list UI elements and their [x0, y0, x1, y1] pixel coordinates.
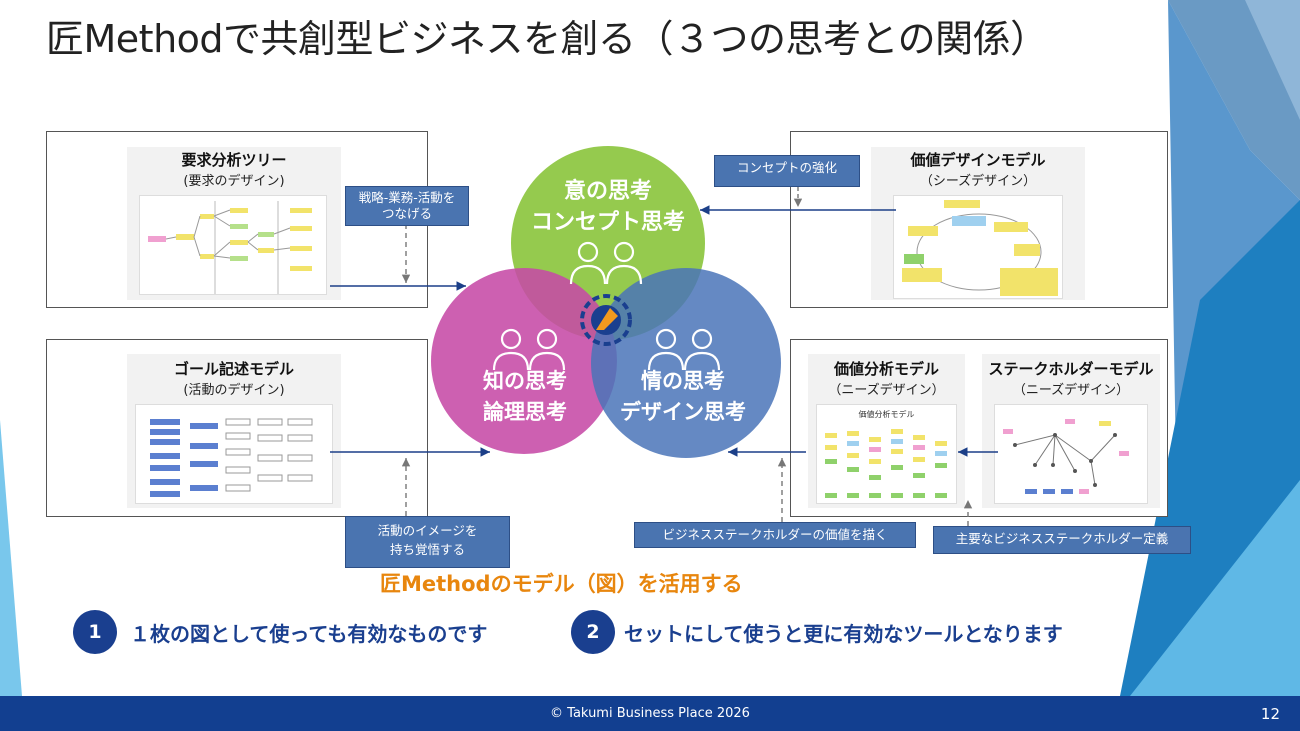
- stakeholder-panel: ステークホルダーモデル （ニーズデザイン）: [982, 354, 1160, 508]
- value-analysis-thumb-caption: 価値分析モデル: [858, 410, 915, 419]
- people-icon-design: [647, 328, 721, 371]
- callout-stakeholder-value: ビジネスステークホルダーの価値を描く: [634, 522, 916, 548]
- requirements-thumbnail: [139, 195, 327, 295]
- requirements-subtitle: (要求のデザイン): [183, 174, 285, 189]
- design-line1: 情の思考: [641, 369, 725, 393]
- callout-stakeholder-def: 主要なビジネスステークホルダー定義: [933, 526, 1191, 554]
- goal-panel: ゴール記述モデル (活動のデザイン): [127, 354, 341, 508]
- goal-thumbnail: [135, 404, 333, 504]
- goal-model-figure: [150, 418, 313, 497]
- stakeholder-figure: [1003, 419, 1129, 494]
- value-analysis-figure: [825, 429, 947, 498]
- stakeholder-subtitle: （ニーズデザイン）: [1012, 383, 1130, 398]
- people-icon-concept: [569, 241, 643, 285]
- tagline: 匠Methodのモデル（図）を活用する: [380, 572, 743, 596]
- logic-circle-label: 知の思考 論理思考: [440, 366, 610, 428]
- note-text-1: １枚の図として使っても有効なものです: [130, 622, 488, 646]
- requirements-title: 要求分析ツリー: [181, 151, 287, 169]
- footer-copyright: © Takumi Business Place 2026: [550, 706, 750, 721]
- logic-line1: 知の思考: [483, 369, 567, 393]
- goal-subtitle: (活動のデザイン): [183, 383, 285, 398]
- value-design-figure: [902, 200, 1058, 296]
- design-circle-label: 情の思考 デザイン思考: [598, 366, 768, 428]
- callout-concept: コンセプトの強化: [714, 155, 860, 187]
- callout-activity: 活動のイメージを 持ち覚悟する: [345, 516, 510, 568]
- value-analysis-subtitle: （ニーズデザイン）: [828, 383, 945, 398]
- value-analysis-title: 価値分析モデル: [833, 360, 939, 378]
- goal-title: ゴール記述モデル: [173, 360, 294, 378]
- concept-circle-label: 意の思考 コンセプト思考: [508, 176, 708, 238]
- value-design-panel: 価値デザインモデル （シーズデザイン）: [871, 147, 1085, 300]
- stakeholder-thumbnail: [994, 404, 1148, 504]
- stakeholder-title: ステークホルダーモデル: [988, 360, 1154, 378]
- value-design-subtitle: （シーズデザイン）: [919, 174, 1037, 189]
- page-title: 匠Methodで共創型ビジネスを創る（３つの思考との関係）: [46, 17, 1048, 61]
- value-analysis-panel: 価値分析モデル （ニーズデザイン） 価値分析モデル: [808, 354, 965, 508]
- footer-bar: [0, 696, 1300, 731]
- logic-circle: [431, 268, 617, 454]
- people-icon-logic: [492, 328, 566, 371]
- requirements-tree-figure: [148, 201, 312, 294]
- note-text-2: セットにして使うと更に有効なツールとなります: [624, 622, 1063, 646]
- value-design-title: 価値デザインモデル: [910, 151, 1046, 169]
- callout-connect: 戦略-業務-活動を つなげる: [345, 186, 469, 226]
- concept-line2: コンセプト思考: [530, 210, 685, 235]
- design-line2: デザイン思考: [620, 400, 746, 424]
- concept-line1: 意の思考: [563, 179, 652, 204]
- value-analysis-thumbnail: 価値分析モデル: [816, 404, 957, 504]
- logic-line2: 論理思考: [483, 400, 567, 424]
- takumi-logo-icon: [580, 294, 632, 346]
- page-number: 12: [1260, 705, 1280, 723]
- note-number-1: 1: [73, 610, 117, 654]
- note-number-2: 2: [571, 610, 615, 654]
- value-design-thumbnail: [893, 195, 1063, 299]
- requirements-panel: 要求分析ツリー (要求のデザイン): [127, 147, 341, 300]
- venn-diagram: [431, 146, 781, 458]
